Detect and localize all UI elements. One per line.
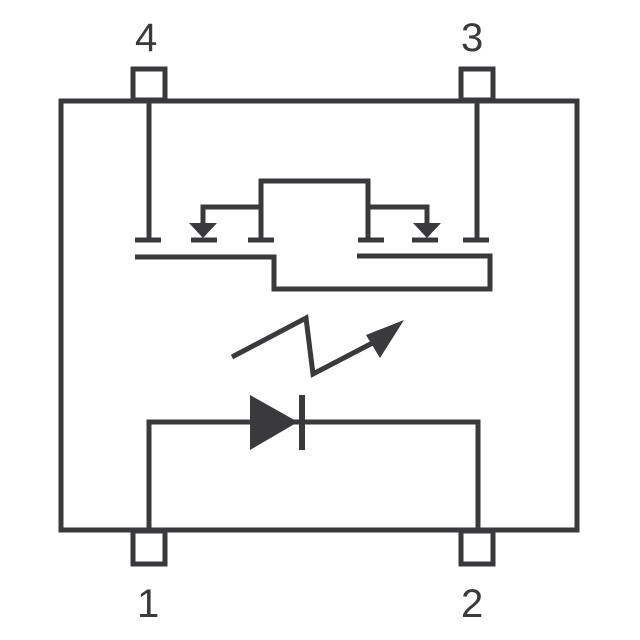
pin-2-label: 2 — [461, 582, 484, 626]
package-outline — [58, 98, 580, 533]
pin-3-label: 3 — [461, 16, 484, 60]
led-diode — [146, 395, 481, 531]
gate-line — [135, 253, 493, 292]
pin-1-pad — [130, 528, 168, 567]
pin-4-pad — [130, 66, 168, 103]
source-arrow-left — [189, 223, 217, 238]
pin-1-label: 1 — [137, 582, 160, 626]
light-arrow — [230, 314, 404, 378]
pin-3-pad — [458, 66, 496, 103]
pin-2-pad — [458, 528, 496, 567]
pin-4-label: 4 — [135, 16, 158, 60]
mosfet-output — [135, 100, 493, 292]
source-arrow-right — [413, 223, 441, 238]
diode-triangle — [250, 395, 298, 450]
